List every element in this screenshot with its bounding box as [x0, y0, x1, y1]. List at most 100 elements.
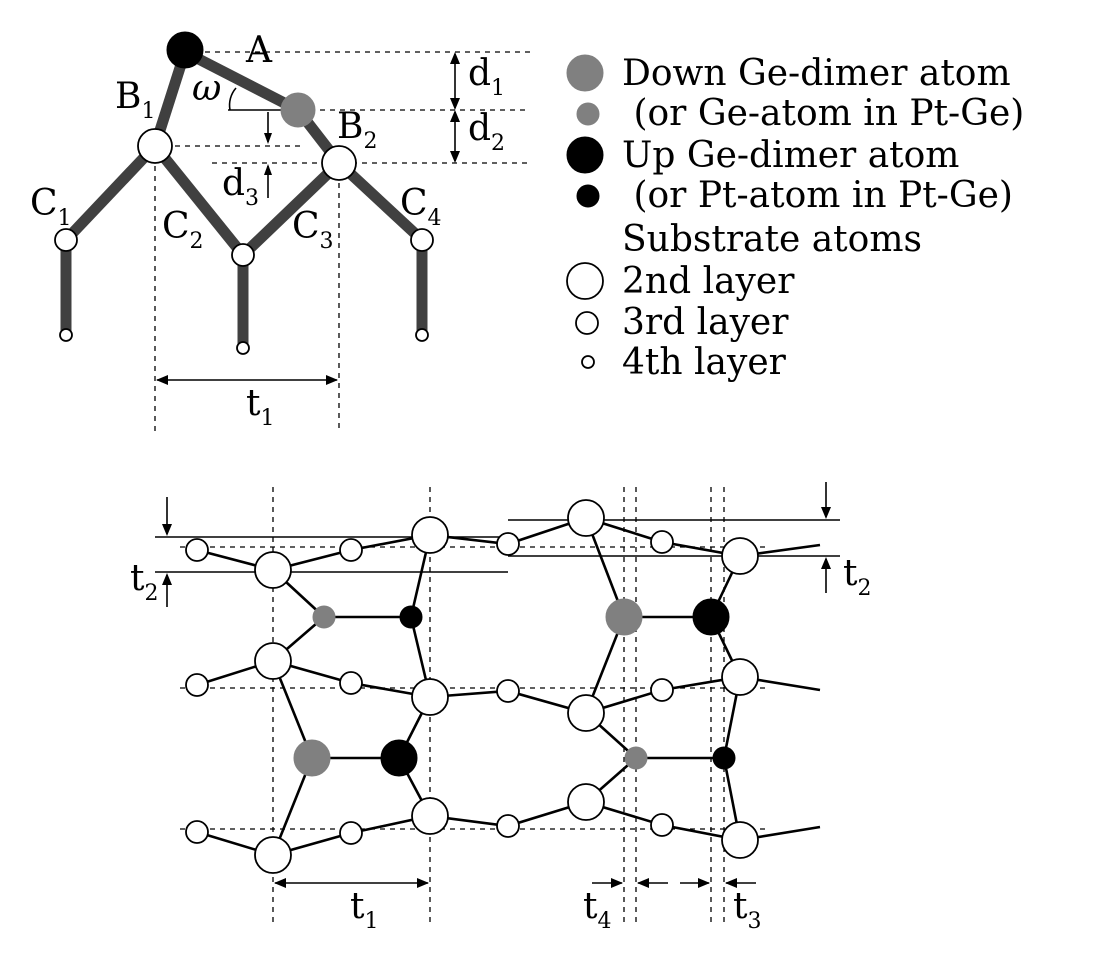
- atom-3rd-layer: [185, 673, 209, 697]
- atom-C1: [54, 228, 78, 252]
- up-dimer-atom: [380, 739, 418, 777]
- atom-2nd-layer: [721, 821, 759, 859]
- legend-label-ge-atom: (or Ge-atom in Pt-Ge): [622, 93, 1024, 134]
- legend-label-down-dimer: Down Ge-dimer atom: [622, 53, 1011, 94]
- label-B2: B2: [337, 106, 377, 154]
- top-view-panel: t2 t2 t1 t4 t3: [130, 482, 871, 934]
- legend-marker-pt-atom: [576, 184, 600, 208]
- atom-3rd-layer: [496, 814, 520, 838]
- atom-3rd-layer: [185, 538, 209, 562]
- legend-marker-2nd-layer: [566, 262, 604, 300]
- pt-atom-small: [399, 605, 423, 629]
- label-omega: ω: [192, 68, 221, 109]
- label-C2: C2: [162, 206, 204, 254]
- label-C1: C1: [30, 183, 72, 231]
- bond-B2-C4: [335, 158, 426, 245]
- atom-3rd-layer: [339, 538, 363, 562]
- t1-bottom-arrowhead-right: [417, 878, 429, 888]
- atom-C2-C3: [231, 243, 255, 267]
- d2-arrowhead-up: [450, 110, 460, 122]
- omega-arc: [228, 87, 237, 111]
- bond-B1-C1: [62, 142, 159, 244]
- label-t1-top: t1: [246, 383, 274, 431]
- down-dimer-atom: [280, 92, 316, 128]
- bond-B2-C3: [239, 159, 343, 259]
- pt-atom-small: [712, 746, 736, 770]
- atom-3rd-layer: [650, 813, 674, 837]
- atom-C4: [410, 228, 434, 252]
- atom-2nd-layer: [411, 678, 449, 716]
- bond-B1-C2: [150, 142, 248, 259]
- legend: Down Ge-dimer atom (or Ge-atom in Pt-Ge)…: [566, 53, 1024, 383]
- t4-arrowhead-right: [637, 878, 649, 888]
- legend-marker-4th-layer: [581, 355, 595, 369]
- atom-2nd-layer: [567, 499, 605, 537]
- label-C4: C4: [400, 183, 442, 231]
- atom-3rd-layer: [339, 671, 363, 695]
- atom-B2: [321, 145, 357, 181]
- up-dimer-atom: [166, 31, 204, 69]
- atom-2nd-layer: [254, 551, 292, 589]
- t4-arrowhead-left: [611, 878, 623, 888]
- d2-arrowhead-down: [450, 151, 460, 163]
- atom-2nd-layer: [411, 797, 449, 835]
- atom-4th-mid: [236, 341, 250, 355]
- t2-right-arrowhead-bottom: [821, 557, 831, 569]
- atom-4th-right: [415, 328, 429, 342]
- label-d1: d1: [468, 53, 505, 101]
- t1-top-arrowhead-right: [326, 375, 338, 385]
- atom-3rd-layer: [185, 820, 209, 844]
- legend-label-3rd-layer: 3rd layer: [622, 302, 789, 343]
- t1-top-arrowhead-left: [156, 375, 168, 385]
- d1-arrowhead-up: [450, 52, 460, 64]
- ge-atom-small: [312, 605, 336, 629]
- atom-2nd-layer: [567, 694, 605, 732]
- legend-marker-up-dimer: [566, 136, 604, 174]
- atom-2nd-layer: [411, 516, 449, 554]
- side-view-panel: A ω B1 B2 C1 C2 C3 C4 d1 d2 d3 t1: [30, 30, 530, 432]
- atom-3rd-layer: [650, 530, 674, 554]
- d1-arrowhead-down: [450, 98, 460, 110]
- ge-atom-small: [624, 746, 648, 770]
- atom-3rd-layer: [339, 821, 363, 845]
- t3-arrowhead-right: [725, 878, 737, 888]
- up-dimer-atom: [692, 598, 730, 636]
- t2-left-arrowhead-bottom: [162, 573, 172, 585]
- legend-label-substrate: Substrate atoms: [622, 219, 922, 260]
- d3-arrowhead: [264, 164, 272, 175]
- label-t2-right: t2: [843, 553, 871, 601]
- t2-right-arrowhead-top: [821, 507, 831, 519]
- atom-2nd-layer: [254, 836, 292, 874]
- legend-label-2nd-layer: 2nd layer: [622, 261, 795, 302]
- atom-2nd-layer: [567, 783, 605, 821]
- bond-A-dimer: [182, 47, 301, 115]
- t2-left-arrowhead-top: [162, 524, 172, 536]
- legend-label-up-dimer: Up Ge-dimer atom: [622, 135, 959, 176]
- label-t2-left: t2: [130, 558, 158, 606]
- label-B1: B1: [115, 76, 155, 124]
- t3-arrowhead-left: [698, 878, 710, 888]
- atom-2nd-layer: [254, 642, 292, 680]
- atom-3rd-layer: [650, 678, 674, 702]
- down-dimer-atom: [293, 739, 331, 777]
- legend-marker-down-dimer: [566, 54, 604, 92]
- label-C3: C3: [292, 206, 334, 254]
- legend-marker-ge-atom: [576, 102, 600, 126]
- legend-label-4th-layer: 4th layer: [622, 342, 787, 383]
- atom-4th-left: [59, 328, 73, 342]
- label-d3: d3: [222, 163, 259, 211]
- down-dimer-atom: [605, 598, 643, 636]
- legend-label-pt-atom: (or Pt-atom in Pt-Ge): [622, 175, 1013, 216]
- atom-2nd-layer: [721, 537, 759, 575]
- label-A: A: [245, 30, 273, 71]
- atom-3rd-layer: [496, 532, 520, 556]
- atom-2nd-layer: [721, 658, 759, 696]
- label-t4: t4: [583, 886, 611, 934]
- t1-bottom-arrowhead-left: [274, 878, 286, 888]
- offset-arrowhead: [264, 133, 272, 144]
- atom-3rd-layer: [496, 679, 520, 703]
- legend-marker-3rd-layer: [575, 311, 599, 335]
- label-t3: t3: [733, 886, 761, 934]
- atom-B1: [137, 128, 173, 164]
